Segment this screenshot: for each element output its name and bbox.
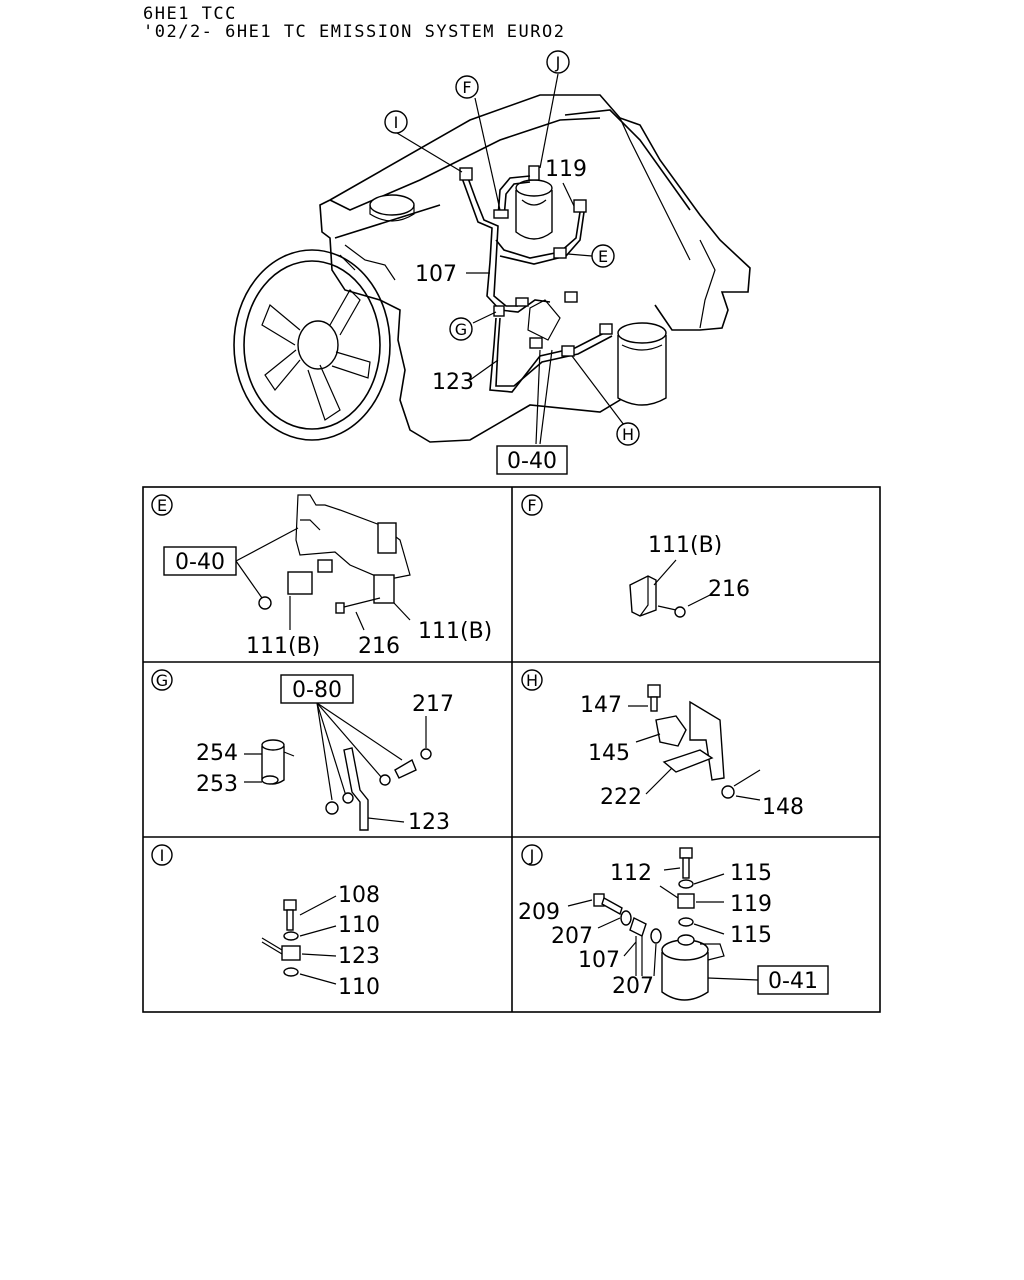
- callout-letter: E: [598, 247, 608, 266]
- callout-I: I: [384, 110, 408, 134]
- part-label: 254: [196, 741, 238, 766]
- svg-text:0-40: 0-40: [175, 550, 225, 575]
- part-label: 216: [708, 577, 750, 602]
- part-label: 207: [551, 924, 593, 949]
- part-label: 111(B): [246, 634, 320, 659]
- diagram-subtitle: '02/2- 6HE1 TC EMISSION SYSTEM EURO2: [143, 22, 566, 42]
- ref-box-0-40: 0-40: [163, 546, 237, 576]
- part-label: 209: [518, 900, 560, 925]
- part-label: 145: [588, 741, 630, 766]
- panel-H: H 147 145 222 148: [521, 669, 804, 820]
- panel-letter: J: [529, 846, 535, 865]
- panel-F: F 111(B) 216: [521, 494, 750, 618]
- panel-J: J 0-41 112 115 209 119 207: [518, 844, 829, 1001]
- callout-G: G: [449, 317, 473, 341]
- part-label: 253: [196, 772, 238, 797]
- ref-box-0-80: 0-80: [280, 674, 354, 704]
- svg-text:0-80: 0-80: [292, 678, 342, 703]
- callout-letter: F: [462, 78, 471, 97]
- panel-G: G 0-80 217 254 253 123: [151, 669, 454, 835]
- callout-E: E: [591, 244, 615, 268]
- callout-H: H: [616, 422, 640, 446]
- part-label-123: 123: [432, 370, 474, 395]
- part-label-119: 119: [545, 157, 587, 182]
- ref-box-0-41: 0-41: [757, 965, 829, 995]
- part-label-107: 107: [415, 262, 457, 287]
- part-label: 108: [338, 883, 380, 908]
- panel-letter: I: [160, 846, 165, 865]
- part-label: 115: [730, 923, 772, 948]
- part-label: 107: [578, 948, 620, 973]
- ref-box-0-40: 0-40: [496, 445, 568, 475]
- panel-I: I 108 110 123 110: [151, 844, 380, 1000]
- panel-letter: F: [527, 496, 536, 515]
- callout-letter: J: [555, 53, 561, 72]
- part-label: 222: [600, 785, 642, 810]
- part-label: 123: [408, 810, 450, 835]
- overview-leaders: [396, 73, 625, 445]
- panel-letter: G: [156, 671, 168, 690]
- part-label: 110: [338, 913, 380, 938]
- diagram-title: 6HE1 TCC: [143, 4, 237, 24]
- part-label: 207: [612, 974, 654, 999]
- panel-letter: E: [157, 496, 167, 515]
- part-label: 112: [610, 861, 652, 886]
- part-label: 111(B): [418, 619, 492, 644]
- part-label: 110: [338, 975, 380, 1000]
- part-label: 147: [580, 693, 622, 718]
- detail-grid: [142, 486, 881, 1013]
- svg-text:0-40: 0-40: [507, 449, 557, 474]
- panel-letter: H: [526, 671, 538, 690]
- callout-J: J: [546, 50, 570, 74]
- callout-letter: H: [622, 425, 634, 444]
- part-label: 148: [762, 795, 804, 820]
- callout-letter: G: [455, 320, 467, 339]
- part-label: 119: [730, 892, 772, 917]
- part-label: 111(B): [648, 533, 722, 558]
- part-label: 115: [730, 861, 772, 886]
- callout-F: F: [455, 75, 479, 99]
- callout-letter: I: [394, 113, 399, 132]
- engine-illustration: [233, 94, 751, 443]
- svg-text:0-41: 0-41: [768, 969, 818, 994]
- panel-E: E 0-40 111(B) 216 111(B): [151, 494, 492, 659]
- part-label: 217: [412, 692, 454, 717]
- part-label: 123: [338, 944, 380, 969]
- part-label: 216: [358, 634, 400, 659]
